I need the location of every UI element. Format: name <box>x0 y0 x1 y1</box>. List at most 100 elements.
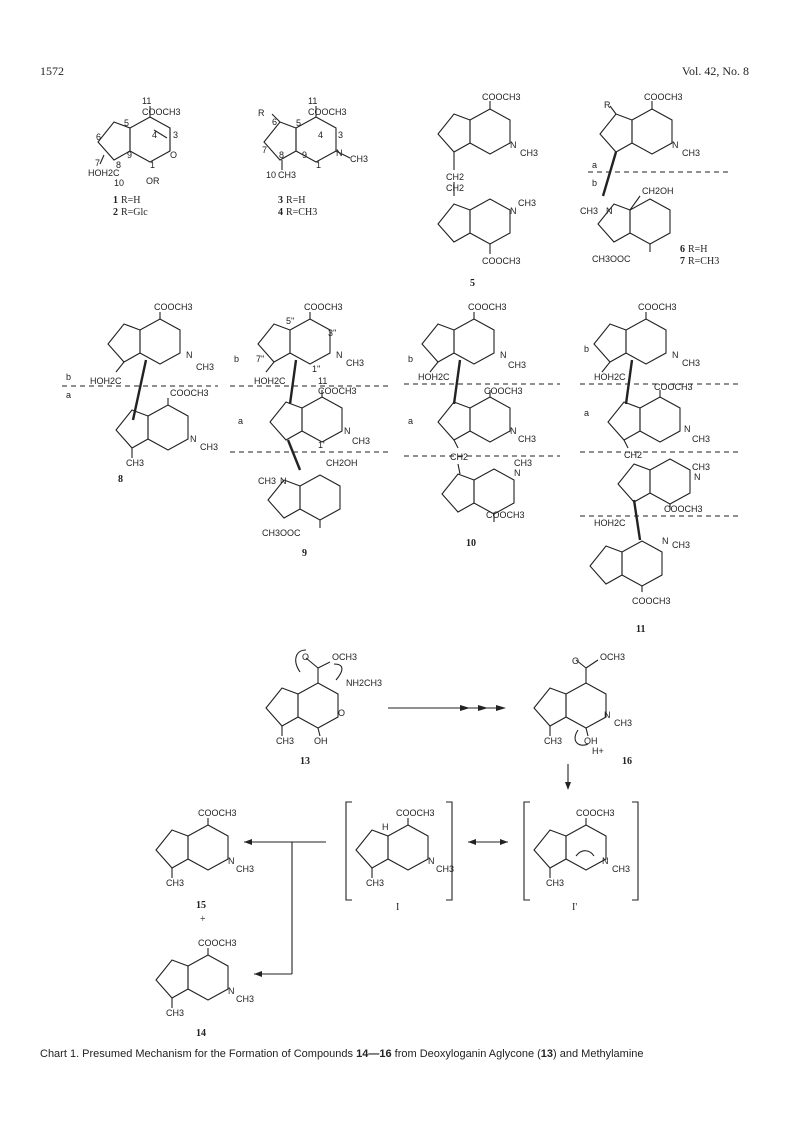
or-label: OR <box>146 176 160 186</box>
nitrogen-label: N <box>672 350 679 360</box>
structure-compound-10: COOCH3 b N CH3 HOH2C COOCH3 a N CH3 CH2 … <box>404 302 560 549</box>
locant-4: 4 <box>318 130 323 140</box>
methyl-label: CH3 <box>508 360 526 370</box>
coome-label: COOCH3 <box>170 388 209 398</box>
hoh2c-label: HOH2C <box>90 376 122 386</box>
nitrogen-label: N <box>606 206 613 216</box>
compound-3-legend: 3 R=H 4 R=CH3 <box>278 195 317 218</box>
compound-number-7: 7 <box>680 256 685 267</box>
locant-8: 8 <box>116 160 121 170</box>
compound-number-4: 4 <box>278 207 283 218</box>
locant-11: 11 <box>142 96 151 106</box>
compound-number-15: 15 <box>196 900 206 911</box>
locant-7pp: 7'' <box>256 354 265 364</box>
nitrogen-label: N <box>228 856 235 866</box>
plus-sign: + <box>200 914 206 925</box>
locant-1p: 1' <box>318 440 325 450</box>
locant-10: 10 <box>266 170 276 180</box>
nitrogen-label: N <box>500 350 507 360</box>
hoh2c-label: HOH2C <box>88 168 120 178</box>
coome-label: COOCH3 <box>198 808 237 818</box>
hoh2c-label: HOH2C <box>254 376 286 386</box>
nitrogen-label: N <box>510 426 517 436</box>
region-label-b: b <box>592 178 597 188</box>
locant-7: 7 <box>262 145 267 155</box>
ring-oxygen: O <box>170 150 177 160</box>
nitrogen-label: N <box>684 424 691 434</box>
region-label-a: a <box>584 408 589 418</box>
methylamine-label: NH2CH3 <box>346 678 382 688</box>
nitrogen-label: N <box>428 856 435 866</box>
coome-label: COOCH3 <box>468 302 507 312</box>
journal-volume: Vol. 42, No. 8 <box>681 64 749 78</box>
compound-number-I: I <box>396 902 399 913</box>
nitrogen-label: N <box>672 140 679 150</box>
coome-label: COOCH3 <box>576 808 615 818</box>
locant-1pp: 1'' <box>312 364 321 374</box>
compound-number-2: 2 <box>113 207 118 218</box>
structure-compound-5: COOCH3 N CH3 CH2 CH2 N CH3 COOCH3 5 <box>437 92 538 289</box>
methyl-label: CH3 <box>544 736 562 746</box>
locant-4: 4 <box>152 130 157 140</box>
methyl-label: CH3 <box>518 198 536 208</box>
locant-5: 5 <box>296 118 301 128</box>
locant-3pp: 3'' <box>328 328 337 338</box>
methoxy-label: OCH3 <box>332 652 357 662</box>
coome-label: COOCH3 <box>318 386 357 396</box>
compound-number-3: 3 <box>278 195 283 206</box>
locant-11: 11 <box>318 376 327 386</box>
nitrogen-label: N <box>694 472 701 482</box>
locant-5: 5 <box>124 118 129 128</box>
coome-label: COOCH3 <box>198 938 237 948</box>
hoh2c-label: HOH2C <box>418 372 450 382</box>
coome-label: COOCH3 <box>396 808 435 818</box>
r-label: R <box>258 108 265 118</box>
methoxycarbonyl-label: CH3OOC <box>592 254 631 264</box>
methyl-label: CH3 <box>166 1008 184 1018</box>
locant-11: 11 <box>308 96 317 106</box>
nitrogen-label: N <box>514 468 521 478</box>
nitrogen-label: N <box>510 140 517 150</box>
reaction-arrow-forward <box>388 705 506 711</box>
methyl-label: CH3 <box>278 170 296 180</box>
methyl-label: CH3 <box>682 148 700 158</box>
compound-number-10: 10 <box>466 538 476 549</box>
methyl-label: CH3 <box>612 864 630 874</box>
chart-caption: Chart 1. Presumed Mechanism for the Form… <box>40 1048 644 1060</box>
methyl-label: CH3 <box>682 358 700 368</box>
rgroup-6: R=H <box>688 244 708 255</box>
structure-compound-13: O OCH3 NH2CH3 O CH3 OH 13 <box>265 649 382 767</box>
coome-label: COOCH3 <box>664 504 703 514</box>
methoxycarbonyl-label: CH3OOC <box>262 528 301 538</box>
methylene-label: CH2 <box>624 450 642 460</box>
methyl-label: CH3 <box>580 206 598 216</box>
nitrogen-label: N <box>336 148 343 158</box>
caption-range-start: 14 <box>356 1048 369 1060</box>
locant-10: 10 <box>114 178 124 188</box>
structure-intermediate-I-prime: COOCH3 N CH3 CH3 I' <box>523 801 639 913</box>
coome-label: COOCH3 <box>482 92 521 102</box>
coome-label: COOCH3 <box>632 596 671 606</box>
structure-compound-15: COOCH3 N CH3 CH3 15 + <box>155 808 254 925</box>
methyl-label: CH3 <box>692 434 710 444</box>
structure-compound-1: 11 COOCH3 6 5 4 3 7 9 8 O 1 HOH2C 10 OR <box>88 96 181 188</box>
reaction-arrow-branch <box>244 839 326 977</box>
compound-number-6: 6 <box>680 244 685 255</box>
methyl-label: CH3 <box>350 154 368 164</box>
methoxy-label: OCH3 <box>600 652 625 662</box>
hydroxyl-label: OH <box>584 736 598 746</box>
coome-label: COOCH3 <box>644 92 683 102</box>
coome-label: COOCH3 <box>482 256 521 266</box>
methyl-label: CH3 <box>546 878 564 888</box>
methyl-label: CH3 <box>614 718 632 728</box>
carbonyl-oxygen: O <box>302 652 309 662</box>
r-label: R <box>604 100 611 110</box>
methyl-label: CH3 <box>518 434 536 444</box>
caption-range-end: 16 <box>379 1048 392 1060</box>
coome-label: COOCH3 <box>638 302 677 312</box>
compound-number-I-prime: I' <box>572 902 577 913</box>
rgroup-1: R=H <box>121 195 141 206</box>
caption-middle: from Deoxyloganin Aglycone ( <box>391 1048 541 1060</box>
caption-suffix: ) and Methylamine <box>553 1048 644 1060</box>
coome-label: COOCH3 <box>308 107 347 117</box>
